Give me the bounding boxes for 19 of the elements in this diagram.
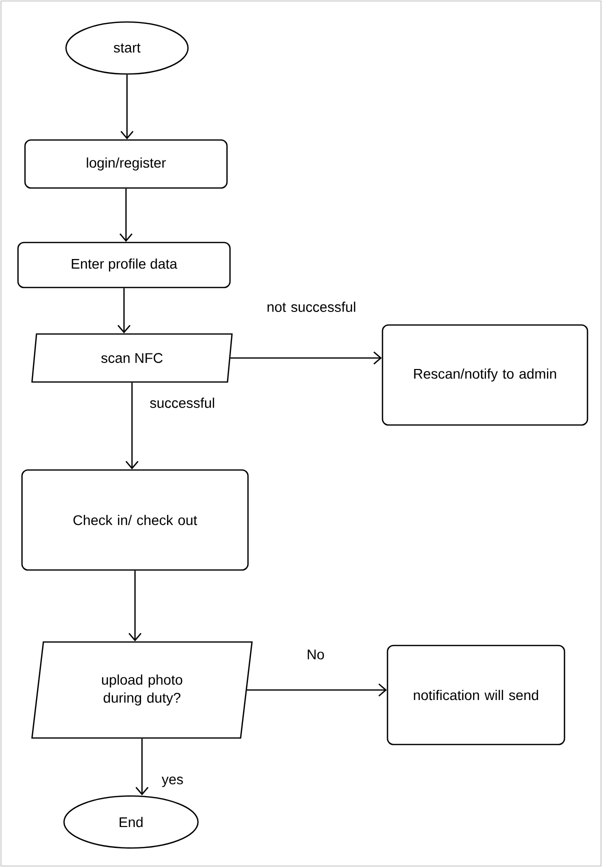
arrow: [246, 684, 387, 696]
edge-label: No: [308, 650, 324, 660]
arrow: [120, 74, 134, 140]
edge-label: yes: [162, 776, 183, 788]
arrow: [136, 738, 148, 796]
process-box: login/register: [24, 139, 228, 189]
arrow: [126, 382, 138, 470]
arrow: [118, 288, 130, 334]
process-box: Enter profile data: [17, 242, 231, 288]
edge-label: not successful: [268, 302, 356, 312]
input-parallelogram: scan NFC: [31, 333, 233, 383]
process-box: Check in/ check out: [21, 469, 249, 571]
arrow: [128, 570, 142, 642]
arrow: [230, 352, 382, 364]
edge-label: successful: [150, 398, 214, 408]
input-parallelogram: upload photo during duty?: [31, 641, 253, 739]
process-box: Rescan/notify to admin: [382, 324, 588, 426]
arrow: [120, 188, 132, 242]
process-box: notification will send: [386, 644, 566, 746]
